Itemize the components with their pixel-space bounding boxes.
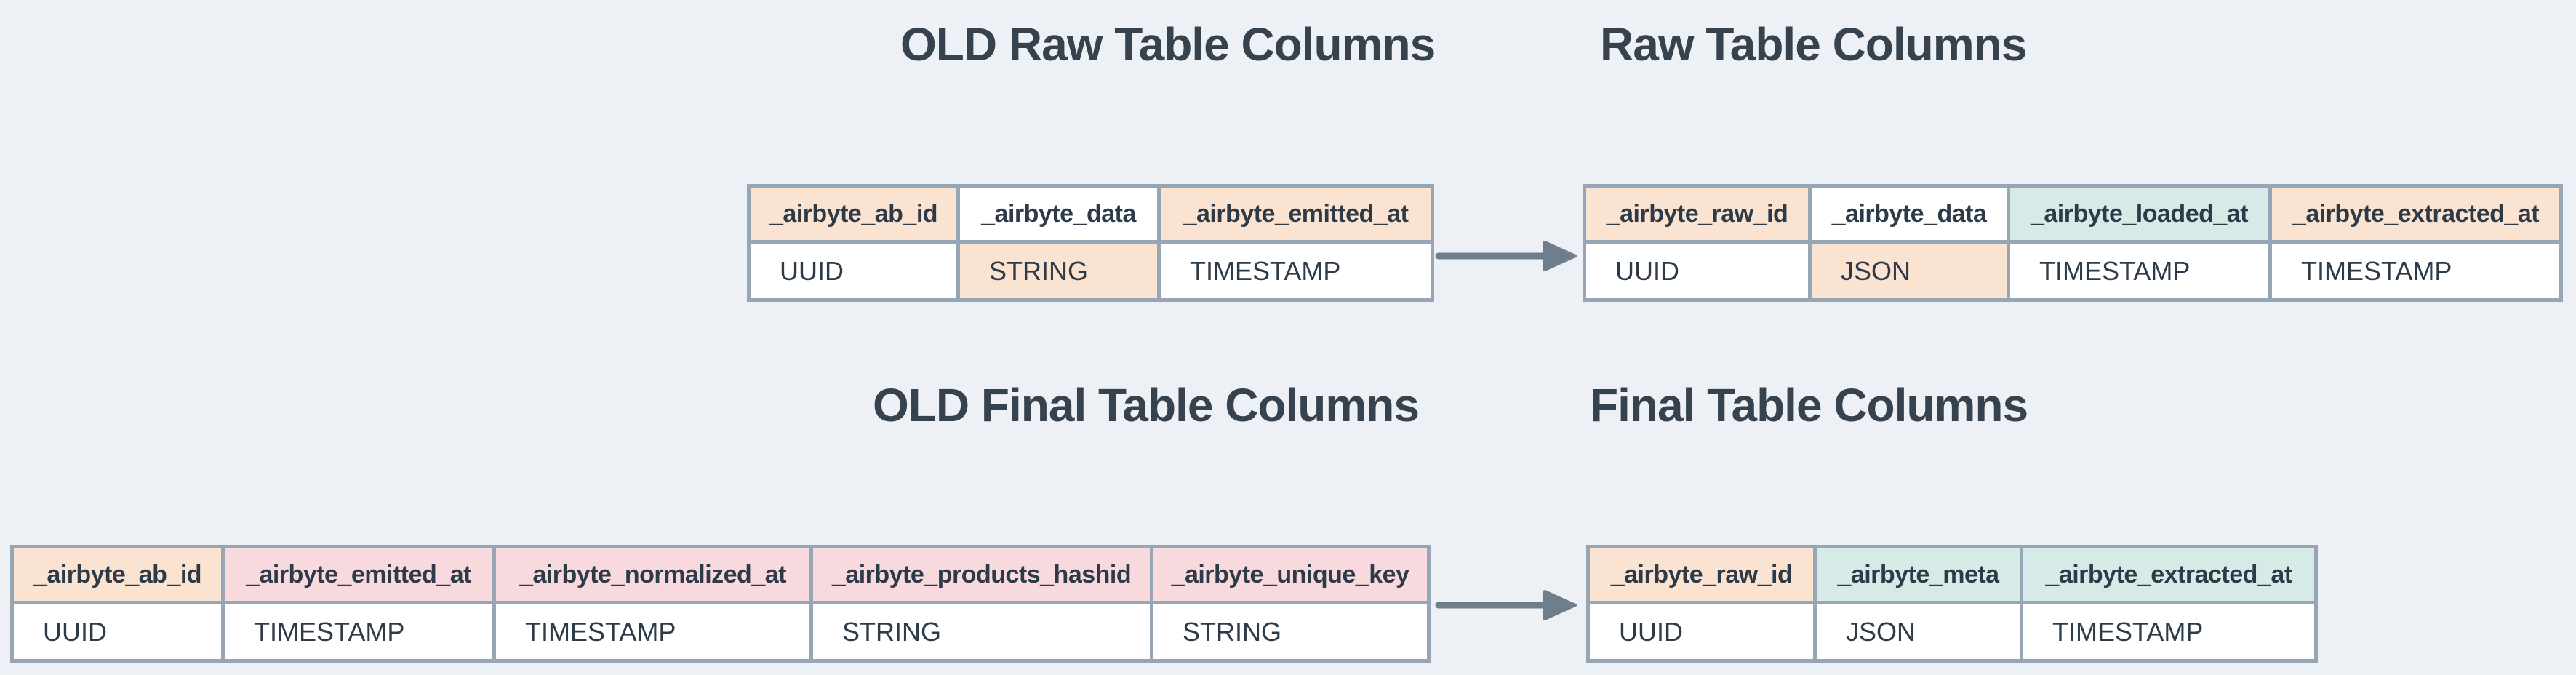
column-type-cell: UUID [10,601,225,663]
column-name-cell: _airbyte_raw_id [1583,184,1812,244]
column-type-cell: UUID [1586,601,1817,663]
column-name-cell: _airbyte_normalized_at [492,545,813,604]
column-name-cell: _airbyte_ab_id [10,545,225,604]
column-name-cell: _airbyte_extracted_at [2020,545,2318,604]
column-type-cell: TIMESTAMP [2020,601,2318,663]
column-type-cell: STRING [956,240,1161,302]
column-name-cell: _airbyte_data [956,184,1161,244]
column-name-cell: _airbyte_emitted_at [221,545,496,604]
arrow-right-icon [1435,241,1577,271]
column-name-cell: _airbyte_extracted_at [2268,184,2563,244]
schema-table: _airbyte_ab_id_airbyte_data_airbyte_emit… [747,184,1434,302]
schema-table: _airbyte_raw_id_airbyte_data_airbyte_loa… [1583,184,2563,302]
column-type-cell: STRING [1150,601,1431,663]
column-type-cell: JSON [1813,601,2023,663]
column-type-cell: TIMESTAMP [2007,240,2272,302]
column-name-cell: _airbyte_products_hashid [809,545,1153,604]
column-type-cell: TIMESTAMP [492,601,813,663]
column-type-cell: STRING [809,601,1153,663]
heading-final-table-columns: Final Table Columns [1590,379,2028,431]
raw-table: _airbyte_raw_id_airbyte_data_airbyte_loa… [1583,184,2563,302]
column-type-cell: TIMESTAMP [2268,240,2563,302]
heading-old-final-table-columns: OLD Final Table Columns [873,379,1420,431]
arrow-right-icon [1435,590,1577,620]
column-type-cell: TIMESTAMP [1157,240,1434,302]
column-type-cell: UUID [747,240,960,302]
column-type-cell: JSON [1808,240,2010,302]
column-name-cell: _airbyte_raw_id [1586,545,1817,604]
column-name-cell: _airbyte_unique_key [1150,545,1431,604]
column-name-cell: _airbyte_emitted_at [1157,184,1434,244]
old-final-table: _airbyte_ab_id_airbyte_emitted_at_airbyt… [10,545,1431,663]
schema-table: _airbyte_ab_id_airbyte_emitted_at_airbyt… [10,545,1431,663]
column-name-cell: _airbyte_loaded_at [2007,184,2272,244]
final-table: _airbyte_raw_id_airbyte_meta_airbyte_ext… [1586,545,2318,663]
heading-raw-table-columns: Raw Table Columns [1600,18,2027,71]
old-raw-table: _airbyte_ab_id_airbyte_data_airbyte_emit… [747,184,1434,302]
column-type-cell: TIMESTAMP [221,601,496,663]
column-type-cell: UUID [1583,240,1812,302]
heading-old-raw-table-columns: OLD Raw Table Columns [900,18,1436,71]
column-name-cell: _airbyte_data [1808,184,2010,244]
column-name-cell: _airbyte_meta [1813,545,2023,604]
column-name-cell: _airbyte_ab_id [747,184,960,244]
schema-table: _airbyte_raw_id_airbyte_meta_airbyte_ext… [1586,545,2318,663]
